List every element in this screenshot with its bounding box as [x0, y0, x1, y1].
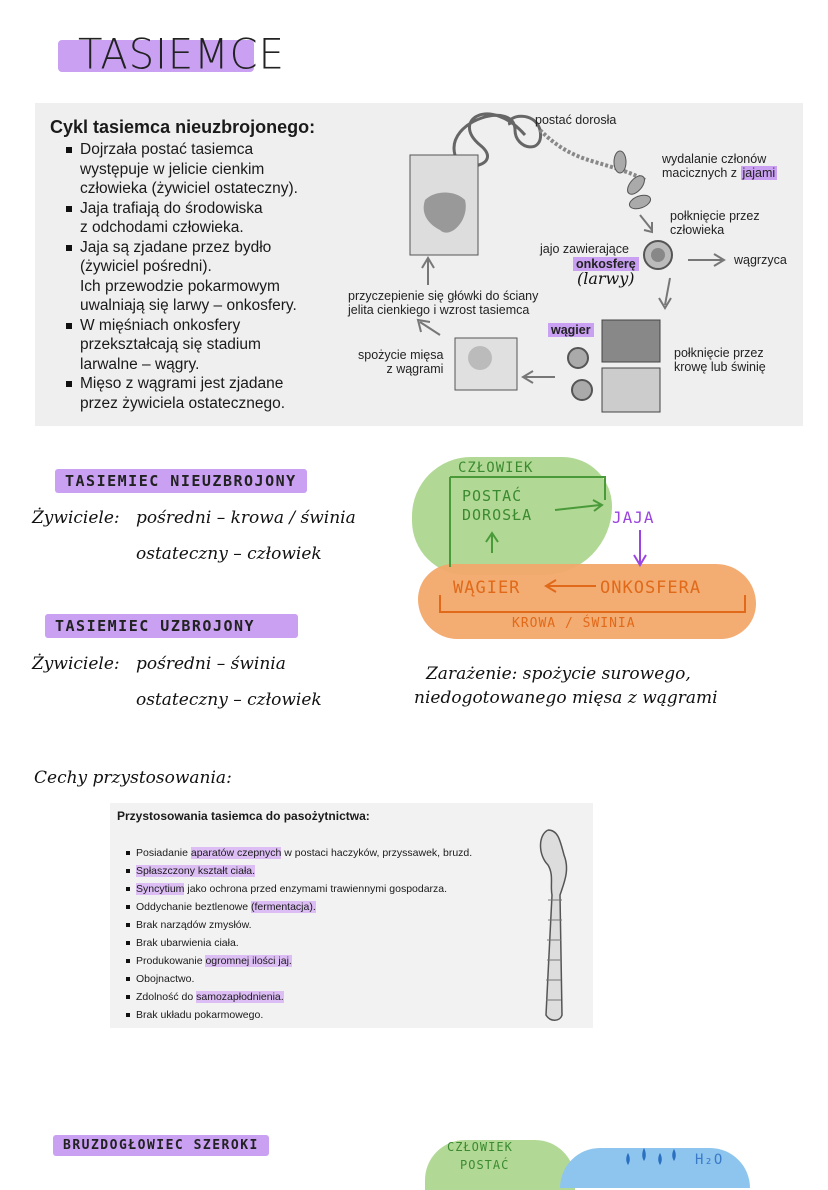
cyst-icon — [567, 347, 589, 369]
hosts-label: Żywiciele: — [32, 508, 120, 528]
cycle-bullet-list: Dojrzała postać tasiemca występuje w jel… — [62, 140, 337, 413]
section-header-broad-tapeworm: BRUZDOGŁOWIEC SZEROKI — [53, 1135, 269, 1156]
diagram-human-2: CZŁOWIEK — [447, 1140, 513, 1154]
adaptation-item: Brak narządów zmysłów. — [125, 916, 472, 934]
label-adult-stage: postać dorosła — [535, 113, 617, 127]
definitive-host: ostateczny – człowiek — [136, 544, 322, 564]
cow-image — [601, 319, 661, 363]
animal-host-blob — [418, 564, 756, 639]
proglottid-icon — [628, 194, 652, 210]
diagram-adult-partial: POSTAĆ — [460, 1158, 510, 1172]
label-swallow-cow: połknięcie przez krowę lub świnię — [674, 346, 766, 374]
cycle-bullet: Dojrzała postać tasiemca występuje w jel… — [62, 140, 337, 199]
arrow-icon — [485, 531, 499, 553]
proglottid-icon — [627, 175, 645, 195]
cycle-bullet: Jaja są zjadane przez bydło (żywiciel po… — [62, 238, 337, 316]
adaptation-item: Obojnactwo. — [125, 970, 472, 988]
label-swallow-human: połknięcie przez człowieka — [670, 209, 760, 237]
title-highlight — [58, 40, 254, 72]
adaptation-item: Brak ubarwienia ciała. — [125, 934, 472, 952]
adaptation-item: Oddychanie beztlenowe (fermentacja). — [125, 898, 472, 916]
adaptations-list: Posiadanie aparatów czepnych w postaci h… — [125, 844, 472, 1024]
arrow-icon — [521, 370, 555, 384]
cycle-bullet: W mięśniach onkosfery przekształcają się… — [62, 316, 337, 375]
arrow-icon — [688, 253, 726, 267]
label-cyst: wągier — [548, 323, 594, 337]
water-label: H₂O — [695, 1152, 724, 1168]
diagram-human: CZŁOWIEK — [458, 460, 534, 476]
diagram-lines — [439, 476, 746, 613]
label-cysticercosis: wągrzyca — [734, 253, 787, 267]
diagram-eggs: JAJA — [612, 508, 655, 527]
label-eat-meat: spożycie mięsa z wągrami — [358, 348, 444, 376]
section-header-beef-tapeworm: TASIEMIEC NIEUZBROJONY — [55, 469, 307, 493]
arrow-icon — [544, 579, 596, 593]
label-oncosphere: onkosferę — [573, 257, 639, 271]
cycle-bullet: Jaja trafiają do środowiska z odchodami … — [62, 199, 337, 238]
section-header-pork-tapeworm: TASIEMIEC UZBROJONY — [45, 614, 298, 638]
intermediate-host: pośredni – świnia — [136, 654, 286, 674]
page-title: TASIEMCE — [78, 30, 285, 80]
adaptation-item: Zdolność do samozapłodnienia. — [125, 988, 472, 1006]
adaptation-item: Brak układu pokarmowego. — [125, 1006, 472, 1024]
label-cyst-highlight: wągier — [548, 323, 594, 337]
cycle-bullet: Mięso z wągrami jest zjadane przez żywic… — [62, 374, 337, 413]
diagram-cyst: WĄGIER — [453, 578, 521, 598]
adaptations-heading: Przystosowania tasiemca do pasożytnictwa… — [117, 809, 370, 823]
arrow-icon — [639, 214, 653, 234]
proglottid-icon — [613, 150, 627, 174]
adaptations-handwritten-label: Cechy przystosowania: — [34, 768, 232, 788]
diagram-adult-stage: POSTAĆ DOROSŁA — [462, 487, 533, 524]
label-eggs-highlight: jajami — [740, 166, 778, 180]
handwritten-larvae-note: (larwy) — [577, 269, 635, 288]
label-egg: jajo zawierające — [540, 242, 629, 256]
diagram-oncosphere: ONKOSFERA — [600, 578, 702, 598]
arrow-icon — [416, 318, 441, 336]
cycle-heading: Cykl tasiemca nieuzbrojonego: — [50, 117, 316, 137]
arrow-icon — [658, 277, 672, 310]
label-excretion: wydalanie członów macicznych z jajami — [662, 152, 778, 180]
label-excretion-text: wydalanie członów macicznych z — [662, 152, 767, 180]
definitive-host: ostateczny – człowiek — [136, 690, 322, 710]
arrow-icon — [554, 499, 604, 512]
cyst-icon — [571, 379, 593, 401]
proglottid-chain — [538, 128, 646, 182]
adaptation-item: Produkowanie ogromnej ilości jaj. — [125, 952, 472, 970]
diagram-animal-host: KROWA / ŚWINIA — [512, 616, 636, 631]
adaptation-item: Posiadanie aparatów czepnych w postaci h… — [125, 844, 472, 862]
infection-line-1: Zarażenie: spożycie surowego, — [426, 664, 691, 684]
hosts-label: Żywiciele: — [32, 654, 120, 674]
label-oncosphere-highlight: onkosferę — [573, 257, 639, 271]
arrow-icon — [421, 256, 435, 285]
label-attachment: przyczepienie się główki do ściany jelit… — [348, 289, 539, 317]
tapeworm-illustration — [539, 829, 568, 1021]
adaptation-item: Syncytium jako ochrona przed enzymami tr… — [125, 880, 472, 898]
intermediate-host: pośredni – krowa / świnia — [136, 508, 356, 528]
adaptation-item: Spłaszczony kształt ciała. — [125, 862, 472, 880]
lifecycle-illustration — [409, 112, 726, 413]
adaptations-card — [110, 803, 593, 1028]
pig-image — [601, 367, 661, 413]
arrow-icon — [633, 530, 647, 567]
water-drops-icon — [626, 1148, 676, 1165]
infection-line-2: niedogotowanego mięsa z wągrami — [414, 688, 718, 708]
